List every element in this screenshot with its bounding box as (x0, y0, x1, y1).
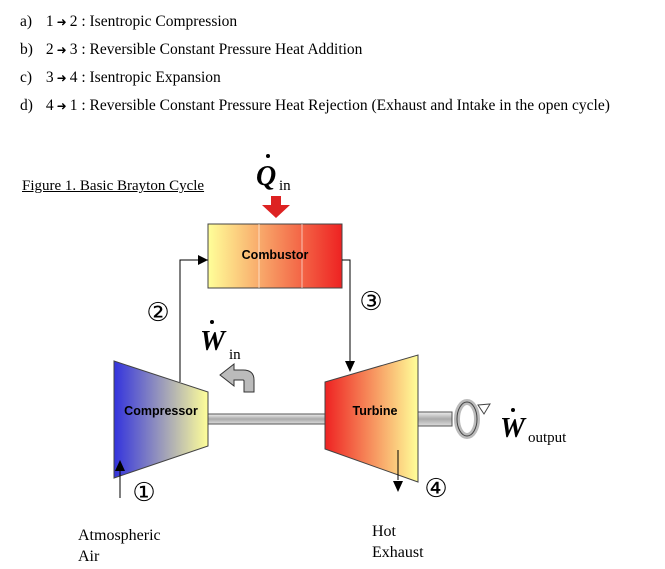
process-step: c) 3➜4 : Isentropic Expansion (20, 64, 610, 92)
state-marker-2: ② (146, 297, 169, 327)
combustor-label: Combustor (242, 248, 309, 262)
flow-arrowhead (198, 255, 208, 265)
shaft (207, 413, 331, 425)
curved-arrow-icon (219, 362, 255, 393)
svg-text:output: output (528, 430, 567, 446)
rotation-arrow-icon (454, 399, 491, 439)
flow-arrowhead (345, 361, 355, 372)
right-arrow-icon: ➜ (56, 99, 67, 113)
process-step-text: Isentropic Compression (89, 13, 238, 30)
exhaust-label-line: Hot (372, 523, 397, 540)
turbine (324, 354, 419, 483)
process-step-text: Isentropic Expansion (89, 69, 221, 86)
turbine-label: Turbine (353, 404, 398, 418)
flow-line-3 (342, 259, 351, 362)
up-arrow-icon (115, 460, 125, 471)
svg-text:W: W (500, 413, 527, 444)
dot-accent (210, 320, 214, 324)
figure-caption: Figure 1. Basic Brayton Cycle (22, 178, 205, 194)
svg-text:W: W (200, 326, 227, 357)
inlet-label-line: Atmospheric (78, 527, 161, 544)
inlet-label-line: Air (78, 548, 100, 565)
process-step: b) 2➜3 : Reversible Constant Pressure He… (20, 36, 610, 64)
process-step-text: Reversible Constant Pressure Heat Reject… (89, 97, 610, 114)
right-arrow-icon: ➜ (56, 43, 67, 57)
right-arrow-icon: ➜ (56, 71, 67, 85)
state-marker-1: ① (132, 477, 155, 507)
combustor (207, 223, 343, 289)
work-output-symbol: W output (500, 408, 567, 446)
work-input-symbol: W in (200, 320, 241, 363)
state-marker-3: ③ (359, 286, 382, 316)
dot-accent (511, 408, 515, 412)
heat-input-symbol: Q in (256, 154, 291, 194)
compressor (113, 360, 209, 479)
down-arrow-icon (262, 205, 290, 218)
svg-text:Q: Q (256, 161, 276, 192)
flow-line-2 (179, 259, 208, 382)
process-step-text: Reversible Constant Pressure Heat Additi… (89, 41, 363, 58)
process-step: a) 1➜2 : Isentropic Compression (20, 8, 610, 36)
state-marker-4: ④ (424, 473, 447, 503)
svg-text:in: in (279, 178, 291, 194)
compressor-label: Compressor (124, 404, 198, 418)
svg-text:in: in (229, 347, 241, 363)
heat-input-arrow-shaft (271, 196, 281, 206)
process-step-list: a) 1➜2 : Isentropic Compression b) 2➜3 :… (20, 8, 610, 120)
exhaust-label-line: Exhaust (372, 544, 424, 561)
right-arrow-icon: ➜ (56, 15, 67, 29)
output-shaft (417, 411, 453, 427)
dot-accent (266, 154, 270, 158)
process-step: d) 4➜1 : Reversible Constant Pressure He… (20, 92, 610, 120)
down-arrow-icon (393, 481, 403, 492)
